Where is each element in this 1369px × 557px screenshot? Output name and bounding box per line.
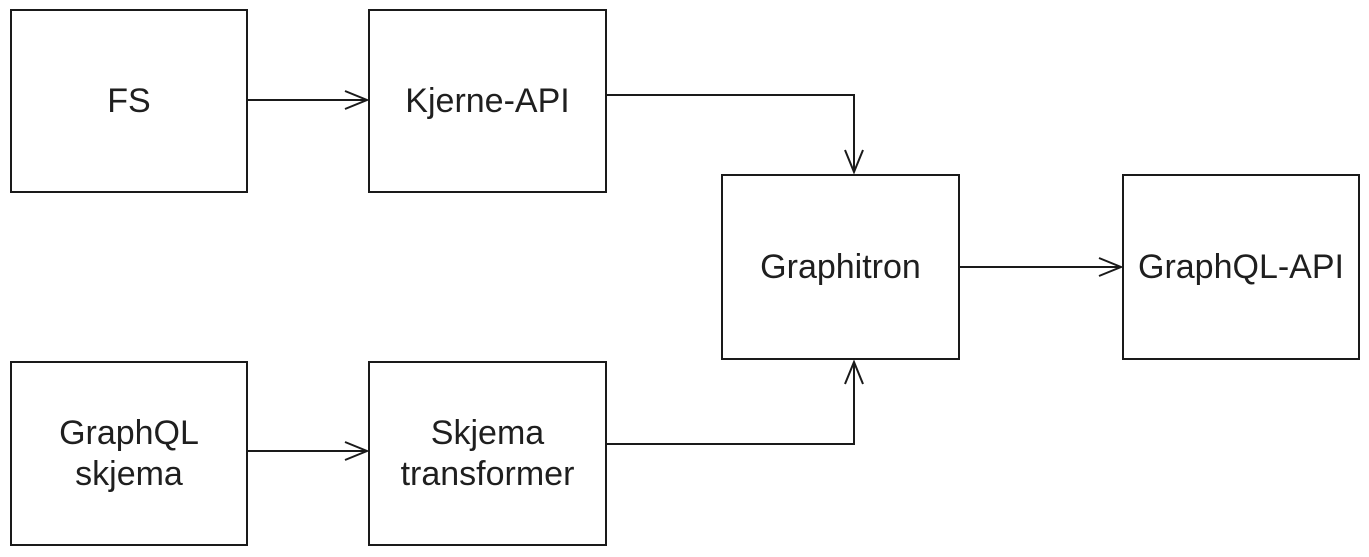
node-graphitron-label: Graphitron	[760, 247, 921, 286]
node-kjerne-api[interactable]: Kjerne-API	[368, 9, 607, 193]
edge-kjerne-api-to-graphitron[interactable]	[607, 94, 864, 175]
node-graphql-api-label: GraphQL-API	[1138, 247, 1344, 286]
edge-skjema-transformer-to-graphitron[interactable]	[607, 359, 864, 445]
node-graphitron[interactable]: Graphitron	[721, 174, 960, 360]
node-fs[interactable]: FS	[10, 9, 248, 193]
node-graphql-skjema-label: GraphQL skjema	[59, 413, 199, 493]
edge-fs-to-kjerne-api[interactable]	[248, 90, 370, 110]
node-graphql-api[interactable]: GraphQL-API	[1122, 174, 1360, 360]
node-skjema-transformer[interactable]: Skjema transformer	[368, 361, 607, 546]
node-fs-label: FS	[107, 81, 151, 120]
node-skjema-transformer-label: Skjema transformer	[400, 413, 575, 493]
edge-graphitron-to-graphql-api[interactable]	[960, 257, 1124, 277]
edge-graphql-skjema-to-skjema-transformer[interactable]	[248, 441, 370, 461]
node-kjerne-api-label: Kjerne-API	[405, 81, 570, 120]
node-graphql-skjema[interactable]: GraphQL skjema	[10, 361, 248, 546]
